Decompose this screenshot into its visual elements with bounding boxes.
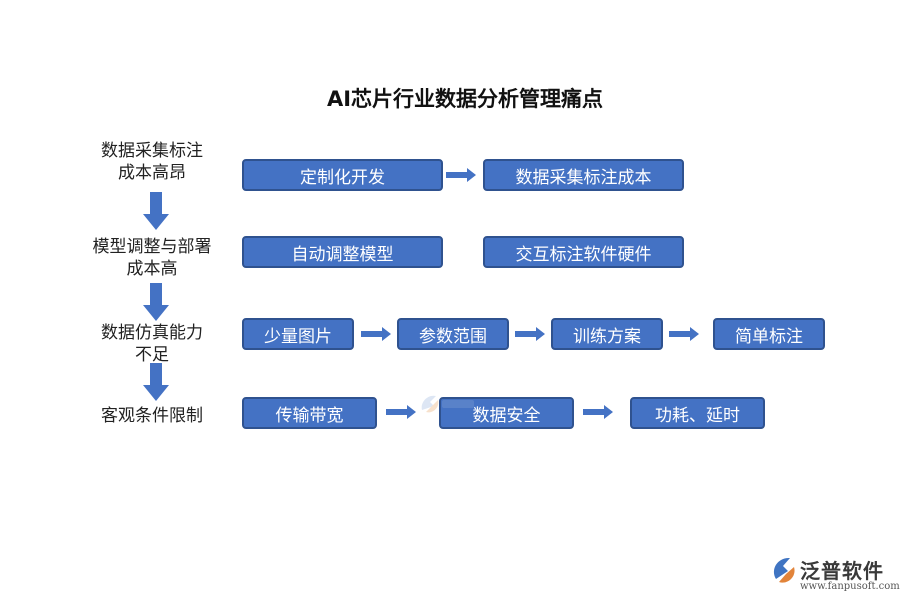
pain-point-simulation: 数据仿真能力 不足 (72, 322, 232, 366)
box-power-latency: 功耗、延时 (630, 397, 765, 429)
right-arrow (583, 405, 613, 419)
diagram-title: AI芯片行业数据分析管理痛点 (326, 87, 604, 111)
brand-url: www.fanpusoft.com (800, 581, 900, 592)
pain-point-label-line: 数据仿真能力 (101, 323, 203, 343)
pain-point-label-line: 模型调整与部署 (92, 237, 212, 257)
down-arrow-2 (143, 283, 169, 321)
box-simple-labeling: 简单标注 (713, 318, 825, 350)
watermark-logo-icon (421, 395, 474, 413)
down-arrow-1 (143, 192, 169, 230)
box-labeling-cost: 数据采集标注成本 (483, 159, 684, 191)
pain-point-label-line: 数据采集标注 (101, 141, 203, 161)
pain-point-label-line: 不足 (135, 345, 169, 365)
fanpu-logo-icon (773, 557, 795, 583)
right-arrow (361, 327, 391, 341)
pain-point-model-deploy: 模型调整与部署 成本高 (72, 236, 232, 280)
pain-point-label-line: 成本高 (126, 259, 178, 279)
box-interactive-labeling: 交互标注软件硬件 (483, 236, 684, 268)
box-data-security: 数据安全 (439, 397, 574, 429)
brand-name: 泛普软件 (800, 559, 884, 583)
right-arrow (515, 327, 545, 341)
box-parameter-range: 参数范围 (397, 318, 509, 350)
box-transfer-bandwidth: 传输带宽 (242, 397, 377, 429)
brand-logo: 泛普软件 www.fanpusoft.com (770, 553, 900, 597)
pain-point-data-labeling: 数据采集标注 成本高昂 (72, 140, 232, 184)
pain-point-label-line: 客观条件限制 (101, 406, 203, 426)
box-custom-development: 定制化开发 (242, 159, 443, 191)
box-few-images: 少量图片 (242, 318, 354, 350)
right-arrow (669, 327, 699, 341)
pain-point-label-line: 成本高昂 (118, 163, 186, 183)
down-arrow-3 (143, 363, 169, 401)
box-auto-tune-model: 自动调整模型 (242, 236, 443, 268)
right-arrow (446, 168, 476, 182)
pain-point-objective-limits: 客观条件限制 (72, 405, 232, 427)
right-arrow (386, 405, 416, 419)
box-training-plan: 训练方案 (551, 318, 663, 350)
